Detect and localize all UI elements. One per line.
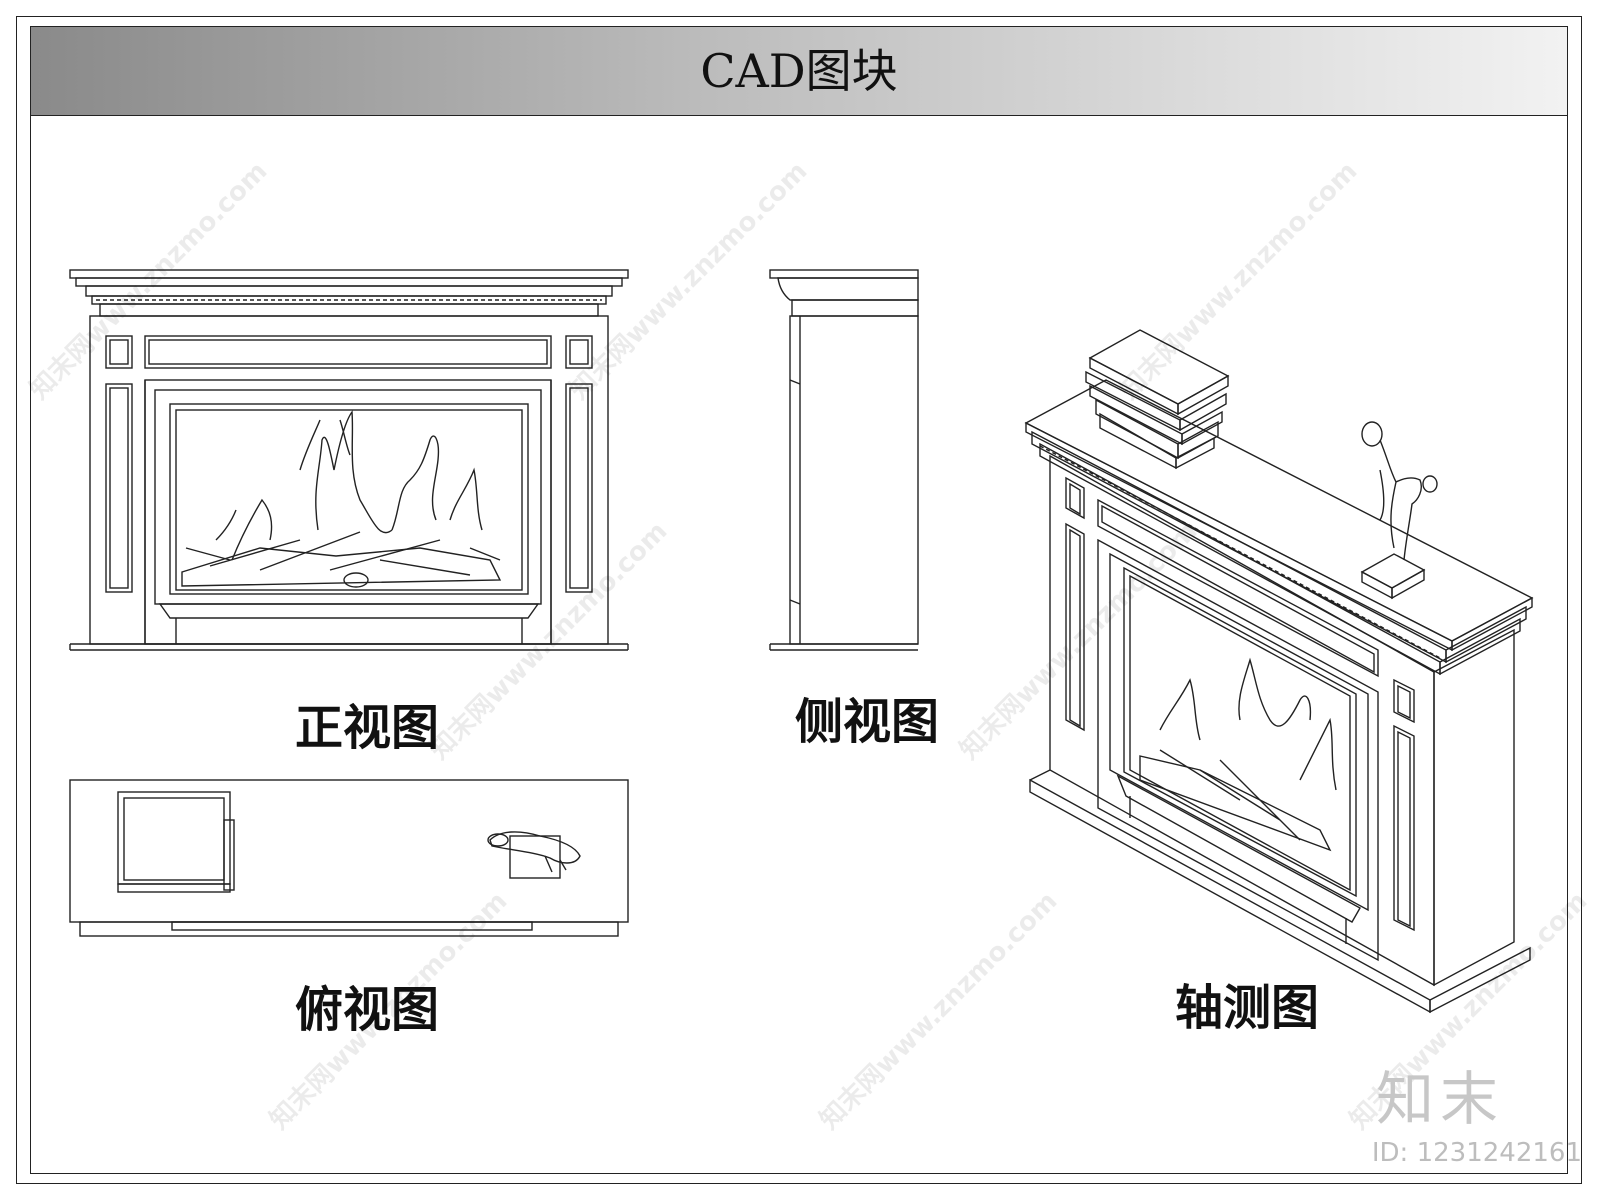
outer-frame (16, 16, 1582, 1184)
axonometric-view-drawing (1024, 329, 1534, 1014)
axonometric-view-label: 轴测图 (1175, 980, 1320, 1036)
front-view-label: 正视图 (295, 700, 440, 756)
title-bar: CAD图块 (31, 27, 1567, 116)
brand-logo: 知末 (1375, 1065, 1504, 1133)
page-title: CAD图块 (700, 44, 898, 98)
image-id: ID: 1231242161 (1371, 1138, 1582, 1168)
inner-frame (30, 26, 1568, 1174)
side-view-drawing (769, 269, 919, 651)
front-view-drawing (69, 269, 629, 651)
side-view-label: 侧视图 (795, 694, 940, 750)
top-view-drawing (69, 779, 629, 937)
top-view-label: 俯视图 (295, 982, 440, 1038)
